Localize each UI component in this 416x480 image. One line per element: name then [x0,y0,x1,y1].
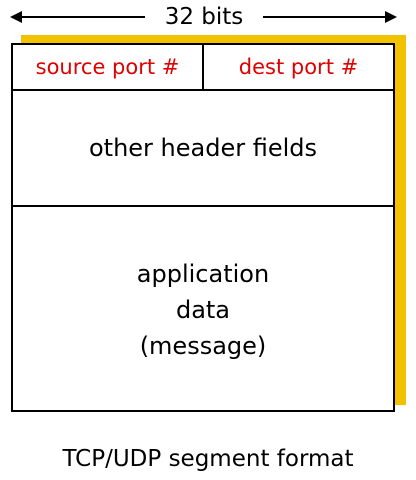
width-label: 32 bits [164,4,244,30]
left-arrow-line [14,16,145,18]
other-header-fields: other header fields [88,134,318,162]
segment-box: source port # dest port # other header f… [11,43,395,412]
application-data-row: application data (message) [13,207,393,412]
right-arrow-head [385,11,397,23]
data-line-1: application [136,259,270,288]
application-data-field: application data (message) [13,207,393,412]
dest-port-field: dest port # [238,55,359,79]
other-header-row: other header fields [13,91,393,207]
data-line-3: (message) [139,331,267,360]
port-row: source port # dest port # [13,45,393,91]
source-port-field: source port # [13,45,204,89]
right-arrow-line [263,16,390,18]
diagram-caption: TCP/UDP segment format [62,446,354,472]
application-data-lines: application data (message) [137,256,269,364]
width-indicator: 32 bits [10,2,397,32]
data-line-2: data [175,295,231,324]
